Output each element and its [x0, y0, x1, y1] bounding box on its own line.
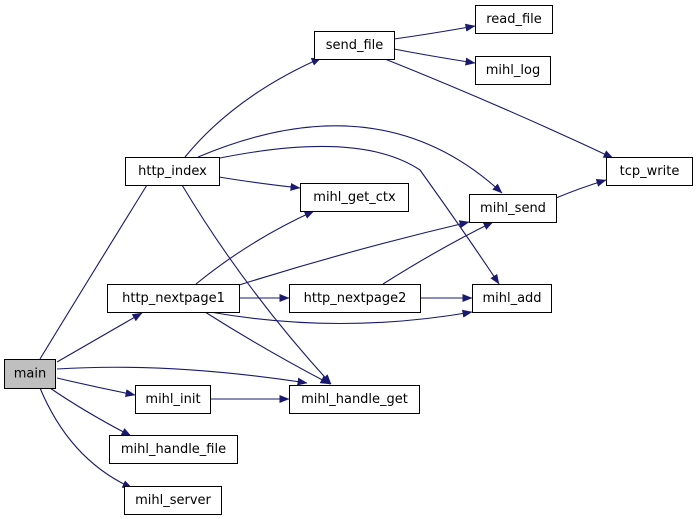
node-box	[475, 56, 551, 85]
node-box	[606, 157, 693, 186]
edge-main-to-mihl_init	[56, 377, 136, 398]
edge-http_nextpage2-to-mihl_send	[382, 221, 494, 285]
node-box	[4, 359, 56, 389]
node-label: main	[14, 367, 46, 382]
node-mihl-get-ctx[interactable]: mihl_get_ctx	[300, 183, 409, 212]
node-label: mihl_handle_get	[301, 392, 408, 407]
node-layer: mainhttp_indexhttp_nextpage1mihl_initmih…	[4, 5, 693, 515]
edge-line	[235, 220, 470, 287]
node-mihl-send[interactable]: mihl_send	[469, 194, 557, 223]
node-label: mihl_handle_file	[121, 442, 226, 457]
node-box	[289, 284, 421, 313]
edge-http_nextpage1-to-mihl_handle_get	[204, 311, 331, 385]
node-mihl-log[interactable]: mihl_log	[475, 56, 551, 85]
node-read-file[interactable]: read_file	[475, 5, 553, 34]
node-label: tcp_write	[620, 164, 680, 179]
edge-line	[195, 210, 315, 285]
edge-http_index-to-mihl_add	[219, 145, 500, 285]
node-box	[300, 183, 409, 212]
node-box	[125, 157, 220, 186]
edge-line	[197, 125, 503, 194]
edge-line	[393, 48, 476, 66]
node-label: mihl_init	[145, 392, 200, 407]
edge-main-to-http_nextpage1	[56, 312, 143, 363]
node-label: mihl_log	[486, 63, 540, 78]
edge-line	[209, 309, 473, 325]
node-label: read_file	[486, 12, 542, 27]
edge-mihl_send-to-tcp_write	[555, 178, 607, 199]
edge-line	[393, 23, 476, 40]
edge-http_nextpage1-to-mihl_send	[235, 220, 470, 287]
edge-send_file-to-mihl_log	[393, 48, 476, 66]
edge-line	[219, 145, 500, 285]
edge-line	[56, 377, 136, 398]
node-label: http_nextpage1	[122, 291, 225, 306]
node-tcp-write[interactable]: tcp_write	[606, 157, 693, 186]
node-box	[109, 435, 238, 464]
node-box	[472, 284, 552, 313]
node-http-index[interactable]: http_index	[125, 157, 220, 186]
edge-line	[56, 312, 143, 363]
node-label: http_nextpage2	[304, 291, 407, 306]
edge-line	[181, 184, 332, 385]
edge-http_nextpage1-to-mihl_get_ctx	[195, 210, 315, 285]
node-mihl-server[interactable]: mihl_server	[124, 486, 222, 515]
edge-http_nextpage1-to-mihl_add	[209, 309, 473, 325]
node-label: mihl_server	[135, 493, 211, 508]
node-box	[314, 31, 395, 60]
edge-http_index-to-mihl_handle_get	[181, 184, 332, 385]
edge-line	[56, 366, 308, 386]
edge-send_file-to-tcp_write	[384, 58, 614, 159]
node-box	[289, 385, 420, 414]
node-main[interactable]: main	[4, 359, 56, 389]
edge-line	[39, 387, 133, 489]
node-label: http_index	[138, 164, 207, 179]
edge-main-to-http_index	[39, 163, 161, 360]
node-mihl-add[interactable]: mihl_add	[472, 284, 552, 313]
node-box	[107, 284, 240, 313]
node-send-file[interactable]: send_file	[314, 31, 395, 60]
edge-http_index-to-send_file	[184, 57, 322, 158]
node-label: mihl_send	[480, 201, 546, 216]
node-mihl-init[interactable]: mihl_init	[135, 385, 211, 414]
edge-layer	[39, 23, 614, 489]
node-http-nextpage1[interactable]: http_nextpage1	[107, 284, 240, 313]
node-http-nextpage2[interactable]: http_nextpage2	[289, 284, 421, 313]
edge-line	[39, 163, 161, 360]
node-box	[475, 5, 553, 34]
node-box	[135, 385, 211, 414]
edge-main-to-mihl_handle_file	[49, 387, 132, 437]
edge-line	[49, 387, 132, 437]
edge-main-to-mihl_handle_get	[56, 366, 308, 386]
edge-main-to-mihl_server	[39, 387, 133, 489]
edge-line	[384, 58, 614, 159]
node-label: mihl_add	[482, 291, 541, 306]
edge-http_index-to-mihl_get_ctx	[218, 176, 301, 191]
edge-line	[218, 176, 301, 191]
edge-line	[382, 221, 494, 285]
node-mihl-handle-file[interactable]: mihl_handle_file	[109, 435, 238, 464]
edge-http_index-to-mihl_send	[197, 125, 503, 194]
edge-line	[184, 57, 322, 158]
node-box	[469, 194, 557, 223]
node-label: send_file	[326, 38, 384, 53]
node-label: mihl_get_ctx	[313, 190, 396, 205]
edge-line	[204, 311, 331, 385]
edge-send_file-to-read_file	[393, 23, 476, 40]
node-box	[124, 486, 222, 515]
node-mihl-handle-get[interactable]: mihl_handle_get	[289, 385, 420, 414]
edge-line	[555, 178, 607, 199]
